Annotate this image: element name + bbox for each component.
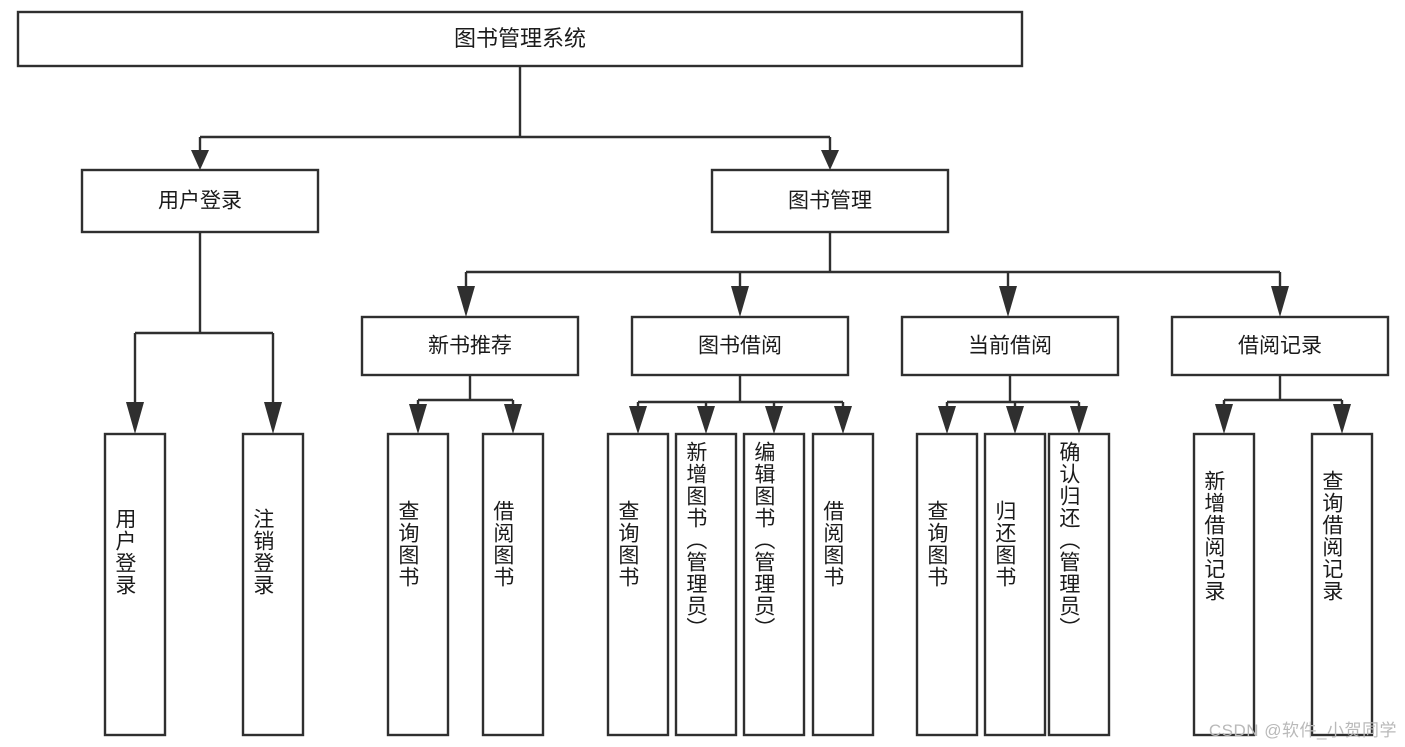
arrowhead-to-leaf-borrow-book-a	[504, 404, 522, 434]
node-current-borrow-label: 当前借阅	[968, 335, 1052, 358]
node-root-label: 图书管理系统	[454, 26, 586, 51]
connectors-currentborrow-to-leaves	[938, 375, 1088, 434]
node-borrow-record-label: 借阅记录	[1238, 335, 1322, 358]
node-root[interactable]: 图书管理系统	[16, 10, 1024, 68]
leaf-box-query-book-a[interactable]	[386, 432, 450, 737]
node-borrow-record[interactable]: 借阅记录	[1170, 315, 1390, 377]
csdn-watermark: CSDN @软件_小贺同学	[1208, 721, 1397, 740]
leaf-box-borrow-book-b[interactable]	[811, 432, 875, 737]
leaf-box-query-book-b[interactable]	[606, 432, 670, 737]
node-book-manage[interactable]: 图书管理	[710, 168, 950, 234]
arrowhead-to-book-borrow	[731, 286, 749, 317]
node-user-login-label: 用户登录	[158, 190, 242, 213]
leaf-box-add-book[interactable]	[674, 432, 738, 737]
leaf-box-return-book[interactable]	[983, 432, 1047, 737]
node-current-borrow[interactable]: 当前借阅	[900, 315, 1120, 377]
arrowhead-to-leaf-logout	[264, 402, 282, 434]
connectors-bookborrow-to-leaves	[629, 375, 852, 434]
arrowhead-to-leaf-add-book	[697, 406, 715, 434]
node-book-manage-box	[710, 168, 950, 234]
node-current-borrow-box	[900, 315, 1120, 377]
arrowhead-to-user-login	[191, 150, 209, 170]
leaf-boxes	[103, 432, 1374, 737]
arrowhead-to-leaf-add-record	[1215, 404, 1233, 434]
node-new-book-recommend-box	[360, 315, 580, 377]
leaf-box-add-record[interactable]	[1192, 432, 1256, 737]
arrowhead-to-book-manage	[821, 150, 839, 170]
arrowhead-to-leaf-confirm-return	[1070, 406, 1088, 434]
connectors-borrowrecord-to-leaves	[1215, 375, 1351, 434]
connectors-root-to-level2	[191, 66, 839, 170]
leaf-box-edit-book[interactable]	[742, 432, 806, 737]
node-new-book-recommend[interactable]: 新书推荐	[360, 315, 580, 377]
connectors-bookmanage-to-level3	[457, 232, 1289, 317]
connectors-userlogin-to-leaves	[126, 232, 282, 434]
arrowhead-to-leaf-query-book-b	[629, 406, 647, 434]
node-book-borrow-box	[630, 315, 850, 377]
leaf-box-user-login[interactable]	[103, 432, 167, 737]
arrowhead-to-new-book-rec	[457, 286, 475, 317]
leaf-box-confirm-return[interactable]	[1047, 432, 1111, 737]
arrowhead-to-leaf-edit-book	[765, 406, 783, 434]
node-borrow-record-box	[1170, 315, 1390, 377]
arrowhead-to-leaf-user-login	[126, 402, 144, 434]
arrowhead-to-leaf-query-book-c	[938, 406, 956, 434]
node-user-login[interactable]: 用户登录	[80, 168, 320, 234]
connectors-newbook-to-leaves	[409, 375, 522, 434]
arrowhead-to-borrow-record	[1271, 286, 1289, 317]
arrowhead-to-current-borrow	[999, 286, 1017, 317]
node-book-borrow-label: 图书借阅	[698, 335, 782, 358]
arrowhead-to-leaf-borrow-book-b	[834, 406, 852, 434]
node-root-box	[16, 10, 1024, 68]
leaf-box-query-book-c[interactable]	[915, 432, 979, 737]
node-book-manage-label: 图书管理	[788, 190, 872, 213]
leaf-box-logout[interactable]	[241, 432, 305, 737]
arrowhead-to-leaf-query-book-a	[409, 404, 427, 434]
leaf-box-borrow-book-a[interactable]	[481, 432, 545, 737]
node-new-book-recommend-label: 新书推荐	[428, 335, 512, 358]
arrowhead-to-leaf-query-record	[1333, 404, 1351, 434]
node-book-borrow[interactable]: 图书借阅	[630, 315, 850, 377]
leaf-box-query-record[interactable]	[1310, 432, 1374, 737]
arrowhead-to-leaf-return-book	[1006, 406, 1024, 434]
